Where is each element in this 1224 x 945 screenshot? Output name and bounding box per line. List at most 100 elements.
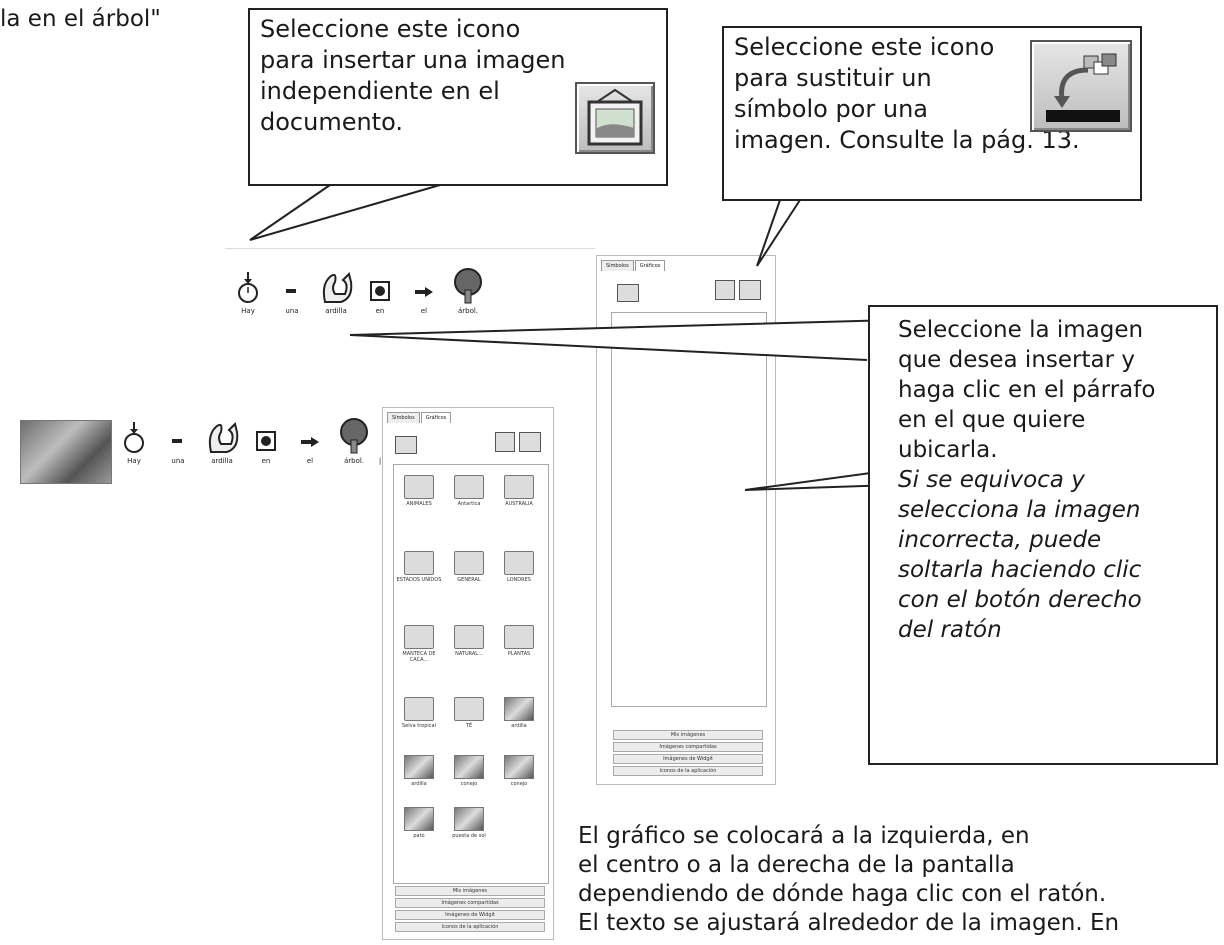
callout-select-image: Seleccione la imagen que desea insertar … xyxy=(868,305,1218,765)
bottom-explanation: El gráfico se colocará a la izquierda, e… xyxy=(578,822,1119,938)
callout-note-line: incorrecta, puede xyxy=(898,527,1102,553)
callout-line: imagen. Consulte la pág. 13. xyxy=(734,126,1080,154)
replace-symbol-button[interactable] xyxy=(739,280,761,300)
symbol-hay: Hay xyxy=(226,270,270,316)
callout-note-line: con el botón derecho xyxy=(898,587,1142,613)
photo-thumbnail xyxy=(504,697,534,721)
symbol-en: en xyxy=(358,270,402,316)
heading-fragment: la en el árbol" xyxy=(0,6,161,32)
grid-item[interactable]: puesta de sol xyxy=(446,807,492,839)
folder-icon xyxy=(504,475,534,499)
symbol-hay: Hay xyxy=(112,420,156,466)
callout-line: ubicarla. xyxy=(898,437,998,463)
tab-graficos[interactable]: Gráficos xyxy=(634,260,666,271)
symbol-una: una xyxy=(270,270,314,316)
shared-images-button[interactable]: Imágenes compartidas xyxy=(613,742,763,752)
callout-line: Seleccione este icono xyxy=(734,33,995,61)
grid-item[interactable]: MANTECA DE CACA... xyxy=(396,625,442,663)
grid-item[interactable]: GENERAL xyxy=(446,551,492,583)
tab-graficos[interactable]: Gráficos xyxy=(420,412,452,423)
folder-icon xyxy=(404,697,434,721)
folder-icon xyxy=(404,551,434,575)
callout-line: documento. xyxy=(260,108,403,136)
symbol-arbol: árbol. xyxy=(332,418,376,466)
folder-icon xyxy=(454,697,484,721)
grid-item[interactable]: ANIMALES xyxy=(396,475,442,507)
grid-item[interactable]: NATURAL... xyxy=(446,625,492,657)
grid-item[interactable]: Selva tropical xyxy=(396,697,442,729)
app-icons-button[interactable]: Iconos de la aplicación xyxy=(395,922,545,932)
callout-line: símbolo por una xyxy=(734,95,928,123)
graphics-panel: Símbolos Gráficos ANIMALES Antartica AUS… xyxy=(382,407,554,940)
grid-item[interactable]: ardilla xyxy=(396,755,442,787)
explanation-line: El texto se ajustará alrededor de la ima… xyxy=(578,910,1120,936)
grid-item[interactable]: ardilla xyxy=(496,697,542,729)
symbol-sentence: Hay una ardilla en el árbol. xyxy=(226,268,490,316)
insert-image-button[interactable] xyxy=(495,432,515,452)
folder-icon xyxy=(404,475,434,499)
callout-line: Seleccione este icono xyxy=(260,15,521,43)
folder-icon xyxy=(404,625,434,649)
grid-item[interactable]: conejo xyxy=(496,755,542,787)
tab-simbolos[interactable]: Símbolos xyxy=(387,412,420,423)
callout-line: para insertar una imagen xyxy=(260,46,566,74)
photo-thumbnail xyxy=(504,755,534,779)
callout-line: para sustituir un xyxy=(734,64,932,92)
tab-simbolos[interactable]: Símbolos xyxy=(601,260,634,271)
symbol-el: el xyxy=(288,420,332,466)
grid-item[interactable]: Antartica xyxy=(446,475,492,507)
callout-line: en el que quiere xyxy=(898,407,1086,433)
replace-symbol-button[interactable] xyxy=(519,432,541,452)
callout-note-line: del ratón xyxy=(898,617,1002,643)
photo-thumbnail xyxy=(454,807,484,831)
my-images-button[interactable]: Mis imágenes xyxy=(613,730,763,740)
explanation-line: El gráfico se colocará a la izquierda, e… xyxy=(578,823,1030,849)
callout-note-line: Si se equivoca y xyxy=(898,467,1085,493)
grid-item[interactable]: TÉ xyxy=(446,697,492,729)
callout-note-line: selecciona la imagen xyxy=(898,497,1141,523)
grid-item[interactable]: conejo xyxy=(446,755,492,787)
callout-line: que desea insertar y xyxy=(898,347,1135,373)
explanation-line: dependiendo de dónde haga clic con el ra… xyxy=(578,881,1107,907)
folder-icon xyxy=(454,475,484,499)
grid-item[interactable]: PLANTAS xyxy=(496,625,542,657)
grid-item[interactable]: ESTADOS UNIDOS xyxy=(396,551,442,583)
grid-item[interactable]: AUSTRALIA xyxy=(496,475,542,507)
grid-item[interactable]: LONDRES xyxy=(496,551,542,583)
widgit-images-button[interactable]: Imágenes de Widgit xyxy=(613,754,763,764)
symbol-ardilla: ardilla xyxy=(200,420,244,466)
inserted-squirrel-photo[interactable] xyxy=(20,420,112,484)
photo-thumbnail xyxy=(404,807,434,831)
folder-icon xyxy=(454,551,484,575)
symbol-una: una xyxy=(156,420,200,466)
my-images-button[interactable]: Mis imágenes xyxy=(395,886,545,896)
callout-line: independiente en el xyxy=(260,77,500,105)
up-folder-button[interactable] xyxy=(617,284,639,302)
grid-item[interactable]: pato xyxy=(396,807,442,839)
shared-images-button[interactable]: Imágenes compartidas xyxy=(395,898,545,908)
up-folder-button[interactable] xyxy=(395,436,417,454)
symbol-el: el xyxy=(402,270,446,316)
callout-line: haga clic en el párrafo xyxy=(898,377,1156,403)
folder-icon xyxy=(504,551,534,575)
image-grid xyxy=(611,312,767,707)
symbol-arbol: árbol. xyxy=(446,268,490,316)
photo-thumbnail xyxy=(454,755,484,779)
symbol-en: en xyxy=(244,420,288,466)
symbol-sentence-with-image: Hay una ardilla en el árbol. | xyxy=(112,418,384,466)
widgit-images-button[interactable]: Imágenes de Widgit xyxy=(395,910,545,920)
picture-frame-icon[interactable] xyxy=(575,82,655,154)
explanation-line: el centro o a la derecha de la pantalla xyxy=(578,852,1015,878)
text-cursor: | xyxy=(378,457,382,465)
insert-image-button[interactable] xyxy=(715,280,735,300)
app-icons-button[interactable]: Iconos de la aplicación xyxy=(613,766,763,776)
folder-icon xyxy=(454,625,484,649)
callout-line: Seleccione la imagen xyxy=(898,317,1144,343)
symbol-ardilla: ardilla xyxy=(314,270,358,316)
image-grid: ANIMALES Antartica AUSTRALIA ESTADOS UNI… xyxy=(393,464,549,884)
photo-thumbnail xyxy=(404,755,434,779)
callout-note-line: soltarla haciendo clic xyxy=(898,557,1142,583)
replace-symbol-icon[interactable] xyxy=(1030,40,1132,132)
folder-icon xyxy=(504,625,534,649)
